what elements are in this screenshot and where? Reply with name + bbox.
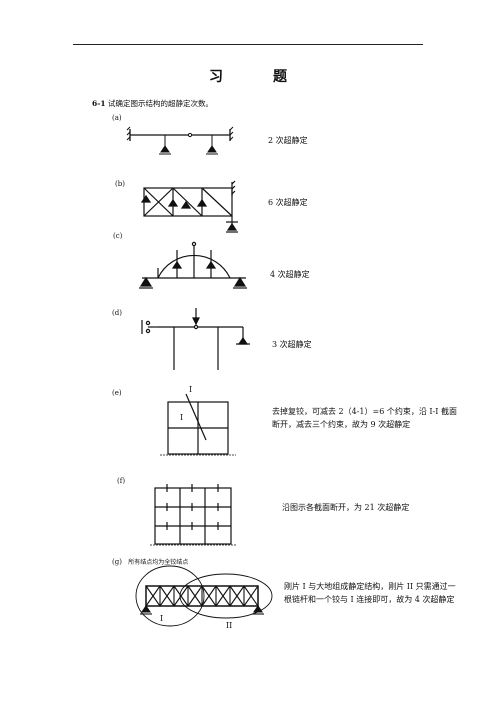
label-g-text: (g): [112, 558, 122, 566]
label-g: (g) 所有结点均为全铰结点: [112, 557, 188, 566]
answer-f: 沿图示各截面断开，为 21 次超静定: [282, 503, 410, 512]
answer-a: 2 次超静定: [268, 136, 308, 145]
figure-e: [160, 393, 236, 456]
problem-text: 试确定图示结构的超静定次数。: [107, 99, 213, 108]
figure-g: [135, 565, 273, 627]
marker-g-II: II: [226, 621, 232, 630]
label-a: (a): [112, 114, 122, 122]
figure-f: [150, 484, 236, 546]
label-c: (c): [113, 232, 123, 240]
page-title: 习 题: [209, 69, 305, 85]
label-d: (d): [112, 309, 122, 317]
marker-g-I: I: [160, 614, 163, 623]
label-g-note: 所有结点均为全铰结点: [128, 559, 189, 566]
marker-e-I-top: I: [189, 385, 192, 394]
answer-g: 刚片 I 与大地组成静定结构，刚片 II 只需通过一根链杆和一个铰与 I 连接即…: [284, 582, 456, 604]
figure-a: [126, 126, 234, 155]
figure-c: [139, 241, 247, 289]
marker-e-I-bottom: I: [180, 413, 183, 422]
header-rule: [73, 44, 423, 45]
answer-b: 6 次超静定: [268, 198, 308, 207]
problem-statement: 6-1 试确定图示结构的超静定次数。: [92, 98, 213, 109]
label-f: (f): [117, 477, 126, 485]
figure-b: [140, 180, 238, 233]
answer-e: 去掉复铰，可减去 2（4-1）=6 个约束，沿 I-I 截面断开，减去三个约束，…: [272, 407, 457, 429]
answer-c: 4 次超静定: [270, 270, 310, 279]
label-b: (b): [115, 180, 125, 188]
answer-d: 3 次超静定: [272, 340, 312, 349]
label-e: (e): [112, 389, 122, 397]
problem-number: 6-1: [92, 99, 106, 108]
figure-d: [141, 308, 250, 370]
